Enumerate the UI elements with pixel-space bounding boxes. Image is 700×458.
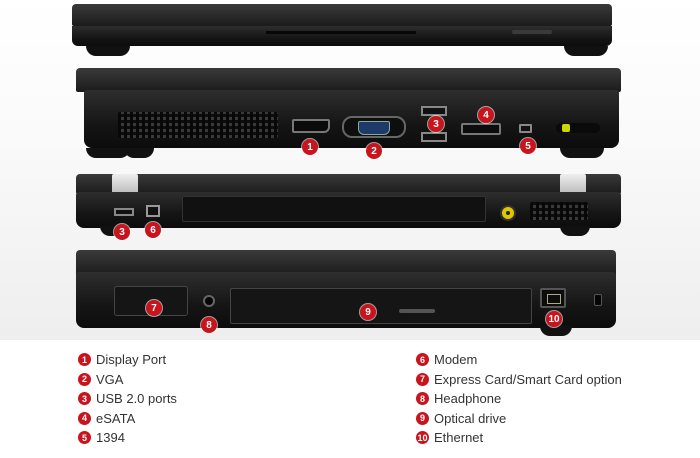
esata-port bbox=[461, 123, 501, 135]
callout-10: 10 bbox=[546, 311, 562, 327]
headphone-jack bbox=[203, 295, 215, 307]
callout-7: 7 bbox=[146, 300, 162, 316]
hinge bbox=[112, 174, 138, 194]
laptop-left-side-view: 1 2 3 4 5 bbox=[0, 60, 700, 170]
legend-label: USB 2.0 ports bbox=[96, 391, 177, 407]
legend-item: 3 USB 2.0 ports bbox=[78, 389, 177, 409]
battery-slot bbox=[182, 196, 486, 222]
legend-item: 4 eSATA bbox=[78, 409, 177, 429]
laptop-right-side-view: 7 8 9 10 bbox=[0, 250, 700, 340]
callout-4: 4 bbox=[478, 107, 494, 123]
legend-number: 5 bbox=[78, 431, 91, 445]
legend-number: 8 bbox=[416, 392, 429, 406]
usb-port bbox=[421, 132, 447, 142]
legend-item: 1 Display Port bbox=[78, 350, 177, 370]
legend-label: eSATA bbox=[96, 410, 136, 426]
firewire-port bbox=[519, 124, 532, 133]
legend-label: Ethernet bbox=[434, 430, 484, 446]
legend-label: Modem bbox=[434, 352, 478, 368]
legend-right: 6 Modem 7 Express Card/Smart Card option… bbox=[416, 350, 622, 448]
callout-2: 2 bbox=[366, 143, 382, 159]
legend-label: 1394 bbox=[96, 430, 125, 446]
security-slot bbox=[594, 294, 602, 306]
callout-9: 9 bbox=[360, 304, 376, 320]
laptop-front-view bbox=[0, 0, 700, 60]
callout-6: 6 bbox=[145, 222, 161, 238]
displayport-port bbox=[292, 119, 330, 133]
callout-1: 1 bbox=[302, 139, 318, 155]
legend-label: Headphone bbox=[434, 391, 502, 407]
legend-number: 4 bbox=[78, 411, 91, 425]
legend-item: 5 1394 bbox=[78, 428, 177, 448]
legend-item: 7 Express Card/Smart Card option bbox=[416, 370, 622, 390]
optical-drive bbox=[230, 288, 532, 324]
power-jack bbox=[500, 205, 516, 221]
usb-port bbox=[114, 208, 134, 216]
ethernet-port bbox=[540, 288, 566, 308]
callout-3: 3 bbox=[114, 224, 130, 240]
hinge bbox=[560, 174, 586, 194]
legend-number: 1 bbox=[78, 353, 91, 367]
legend-label: VGA bbox=[96, 371, 124, 387]
legend-left: 1 Display Port 2 VGA 3 USB 2.0 ports 4 e… bbox=[78, 350, 177, 448]
legend-number: 10 bbox=[416, 431, 429, 445]
legend-number: 2 bbox=[78, 372, 91, 386]
legend-number: 3 bbox=[78, 392, 91, 406]
laptop-rear-view: 3 6 bbox=[0, 170, 700, 250]
callout-5: 5 bbox=[520, 138, 536, 154]
usb-port bbox=[421, 106, 447, 116]
legend-item: 2 VGA bbox=[78, 370, 177, 390]
modem-port bbox=[146, 205, 160, 217]
legend-label: Optical drive bbox=[434, 410, 507, 426]
vga-port bbox=[342, 116, 406, 138]
callout-8: 8 bbox=[201, 317, 217, 333]
legend-number: 9 bbox=[416, 411, 429, 425]
legend-item: 9 Optical drive bbox=[416, 409, 622, 429]
legend-item: 8 Headphone bbox=[416, 389, 622, 409]
cooling-vent bbox=[118, 112, 278, 138]
legend-label: Express Card/Smart Card option bbox=[434, 371, 622, 387]
wireless-switch bbox=[556, 123, 600, 133]
legend-item: 6 Modem bbox=[416, 350, 622, 370]
cooling-vent bbox=[530, 202, 588, 220]
callout-3: 3 bbox=[428, 116, 444, 132]
product-photo: 1 2 3 4 5 3 6 7 bbox=[0, 0, 700, 340]
legend-number: 7 bbox=[416, 372, 429, 386]
legend-label: Display Port bbox=[96, 352, 167, 368]
legend-item: 10 Ethernet bbox=[416, 428, 622, 448]
legend-number: 6 bbox=[416, 353, 429, 367]
